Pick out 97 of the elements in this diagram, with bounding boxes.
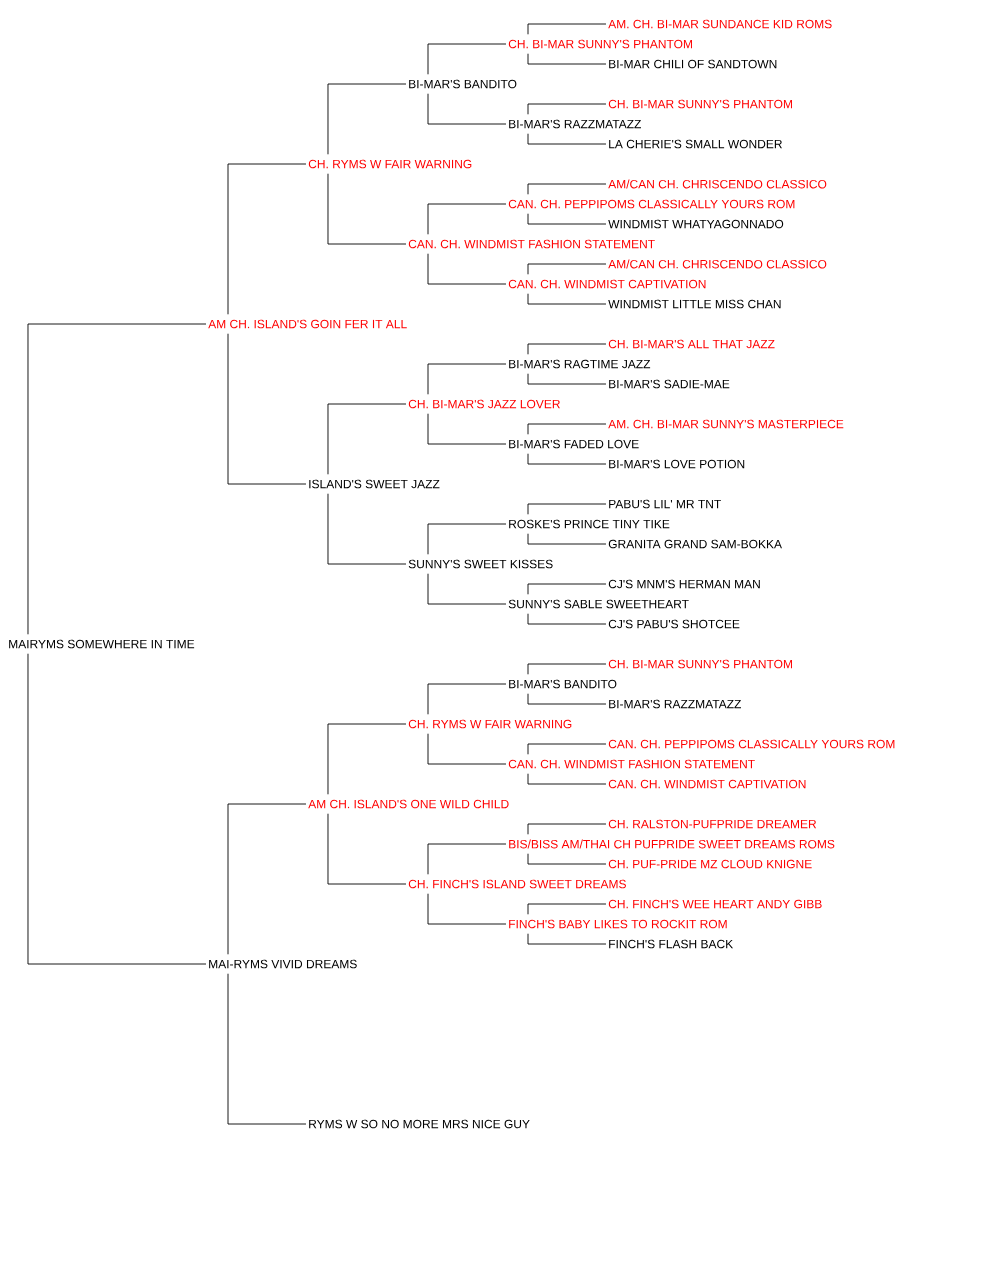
pedigree-name: BI-MAR'S BANDITO <box>509 679 617 689</box>
pedigree-line <box>427 43 507 75</box>
pedigree-name: BI-MAR CHILI OF SANDTOWN <box>609 59 777 69</box>
pedigree-name: ISLAND'S SWEET JAZZ <box>309 479 440 489</box>
pedigree-name: MAI-RYMS VIVID DREAMS <box>209 959 357 969</box>
pedigree-line <box>427 253 507 285</box>
pedigree-name: CH. FINCH'S ISLAND SWEET DREAMS <box>408 879 626 889</box>
pedigree-name: MAIRYMS SOMEWHERE IN TIME <box>9 639 195 649</box>
pedigree-line <box>27 653 207 965</box>
pedigree-name: CJ'S PABU'S SHOTCEE <box>608 619 740 629</box>
pedigree-line <box>527 453 607 465</box>
pedigree-line <box>527 533 607 545</box>
pedigree-line <box>527 503 607 515</box>
pedigree-line <box>427 683 507 715</box>
pedigree-name: FINCH'S FLASH BACK <box>609 939 734 949</box>
pedigree-name: AM CH. ISLAND'S ONE WILD CHILD <box>308 799 509 809</box>
pedigree-name: CH. FINCH'S WEE HEART ANDY GIBB <box>608 899 822 909</box>
pedigree-name: CH. BI-MAR'S JAZZ LOVER <box>408 399 560 409</box>
pedigree-line <box>327 493 407 565</box>
pedigree-line <box>527 823 607 835</box>
pedigree-name: GRANITA GRAND SAM-BOKKA <box>608 539 782 549</box>
pedigree-line <box>527 613 607 625</box>
pedigree-line <box>527 213 607 225</box>
pedigree-line <box>427 733 507 765</box>
pedigree-name: BI-MAR'S SADIE-MAE <box>609 379 730 389</box>
pedigree-name: CH. PUF-PRIDE MZ CLOUD KNIGNE <box>608 859 812 869</box>
pedigree-line <box>527 423 607 435</box>
pedigree-name: AM/CAN CH. CHRISCENDO CLASSICO <box>608 259 827 269</box>
pedigree-name: CH. RYMS W FAIR WARNING <box>408 719 572 729</box>
pedigree-name: BI-MAR'S RAGTIME JAZZ <box>509 359 651 369</box>
pedigree-line <box>527 663 607 675</box>
pedigree-name: AM/CAN CH. CHRISCENDO CLASSICO <box>608 179 827 189</box>
pedigree-name: CJ'S MNM'S HERMAN MAN <box>608 579 760 589</box>
pedigree-line <box>227 973 307 1125</box>
pedigree-line <box>527 293 607 305</box>
pedigree-name: CH. BI-MAR'S ALL THAT JAZZ <box>608 339 775 349</box>
pedigree-line <box>327 723 407 795</box>
pedigree-name: SUNNY'S SWEET KISSES <box>408 559 553 569</box>
pedigree-line <box>427 573 507 605</box>
pedigree-line <box>527 23 607 35</box>
pedigree-name: LA CHERIE'S SMALL WONDER <box>609 139 782 149</box>
pedigree-line <box>527 133 607 145</box>
pedigree-line <box>527 183 607 195</box>
pedigree-name: ROSKE'S PRINCE TINY TIKE <box>509 519 670 529</box>
pedigree-line <box>327 173 407 245</box>
pedigree-line <box>227 163 307 315</box>
pedigree-line <box>327 83 407 155</box>
pedigree-line <box>427 203 507 235</box>
pedigree-line <box>527 373 607 385</box>
pedigree-line <box>427 523 507 555</box>
pedigree-name: BIS/BISS AM/THAI CH PUFPRIDE SWEET DREAMS ROMS <box>509 839 835 849</box>
pedigree-line <box>527 853 607 865</box>
pedigree-name: AM. CH. BI-MAR SUNDANCE KID ROMS <box>608 19 832 29</box>
pedigree-name: WINDMIST LITTLE MISS CHAN <box>608 299 781 309</box>
pedigree-line <box>327 403 407 475</box>
pedigree-line <box>427 413 507 445</box>
pedigree-line <box>327 813 407 885</box>
pedigree-name: CH. BI-MAR SUNNY'S PHANTOM <box>508 39 692 49</box>
pedigree-name: BI-MAR'S BANDITO <box>409 79 517 89</box>
pedigree-name: FINCH'S BABY LIKES TO ROCKIT ROM <box>509 919 727 929</box>
pedigree-line <box>527 343 607 355</box>
pedigree-name: CAN. CH. PEPPIPOMS CLASSICALLY YOURS ROM <box>608 739 895 749</box>
pedigree-name: BI-MAR'S LOVE POTION <box>609 459 745 469</box>
pedigree-name: BI-MAR'S RAZZMATAZZ <box>509 119 641 129</box>
pedigree-name: SUNNY'S SABLE SWEETHEART <box>508 599 689 609</box>
pedigree-line <box>527 53 607 65</box>
pedigree-line <box>527 583 607 595</box>
pedigree-name: AM. CH. BI-MAR SUNNY'S MASTERPIECE <box>608 419 844 429</box>
pedigree-line <box>527 743 607 755</box>
pedigree-line <box>427 893 507 925</box>
pedigree-name: AM CH. ISLAND'S GOIN FER IT ALL <box>208 319 407 329</box>
pedigree-name: CH. BI-MAR SUNNY'S PHANTOM <box>608 659 792 669</box>
pedigree-line <box>527 693 607 705</box>
pedigree-line <box>527 773 607 785</box>
pedigree-name: WINDMIST WHATYAGONNADO <box>608 219 784 229</box>
pedigree-line <box>427 363 507 395</box>
pedigree-name: BI-MAR'S FADED LOVE <box>509 439 639 449</box>
pedigree-line <box>527 933 607 945</box>
pedigree-name: CAN. CH. WINDMIST CAPTIVATION <box>508 279 706 289</box>
pedigree-name: CH. RYMS W FAIR WARNING <box>308 159 472 169</box>
pedigree-line <box>227 803 307 955</box>
pedigree-line <box>427 843 507 875</box>
pedigree-name: BI-MAR'S RAZZMATAZZ <box>609 699 741 709</box>
pedigree-line <box>427 93 507 125</box>
pedigree-line <box>227 333 307 485</box>
pedigree-name: RYMS W SO NO MORE MRS NICE GUY <box>309 1119 530 1129</box>
pedigree-line <box>27 323 207 635</box>
pedigree-name: CH. RALSTON-PUFPRIDE DREAMER <box>608 819 817 829</box>
pedigree-name: CH. BI-MAR SUNNY'S PHANTOM <box>608 99 792 109</box>
pedigree-name: PABU'S LIL' MR TNT <box>609 499 721 509</box>
pedigree-name: CAN. CH. WINDMIST FASHION STATEMENT <box>508 759 755 769</box>
pedigree-name: CAN. CH. PEPPIPOMS CLASSICALLY YOURS ROM <box>508 199 795 209</box>
pedigree-line <box>527 903 607 915</box>
pedigree-name: CAN. CH. WINDMIST CAPTIVATION <box>608 779 806 789</box>
pedigree-line <box>527 103 607 115</box>
pedigree-line <box>527 263 607 275</box>
pedigree-name: CAN. CH. WINDMIST FASHION STATEMENT <box>408 239 655 249</box>
